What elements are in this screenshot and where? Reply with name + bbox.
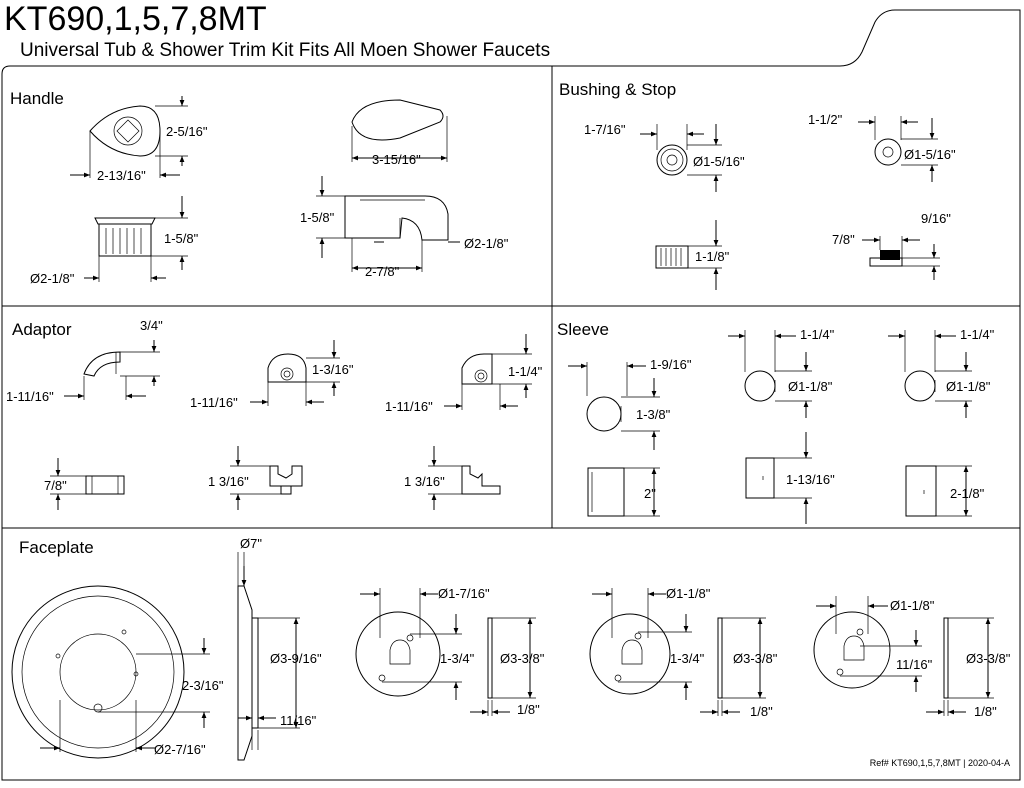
faceplate-3-side (700, 617, 766, 716)
faceplate-large-front (11, 585, 210, 759)
dim-label: 1-1/4" (800, 327, 835, 342)
dim-label: 1/8" (974, 704, 997, 719)
adaptor-3-front (444, 334, 532, 410)
outer-frame (1, 9, 1021, 781)
dim-label: 7/8" (44, 478, 67, 493)
dim-label: Ø3-3/8" (500, 651, 545, 666)
faceplate-4-side (926, 617, 994, 716)
dim-label: Ø1-1/8" (890, 598, 935, 613)
handle-top-view (70, 96, 188, 178)
dim-label: 2-5/16" (166, 124, 208, 139)
sleeve-1-side (587, 467, 660, 517)
adaptor-2-front (250, 340, 340, 406)
section-title-bushing: Bushing & Stop (559, 80, 676, 99)
dim-label: 1-3/4" (440, 651, 475, 666)
dim-label: Ø1-1/8" (946, 379, 991, 394)
page-title: KT690,1,5,7,8MT (4, 0, 267, 38)
page-subtitle: Universal Tub & Shower Trim Kit Fits All… (20, 40, 551, 61)
dim-label: 1-3/4" (670, 651, 705, 666)
dim-label: 2-7/8" (365, 264, 400, 279)
dim-label: 1-13/16" (786, 472, 835, 487)
dim-label: 1-5/8" (300, 210, 335, 225)
dim-label: 2-13/16" (97, 168, 146, 183)
dim-label: 3/4" (140, 318, 163, 333)
stop-front-view (858, 116, 938, 182)
handle-side-view (351, 99, 448, 162)
dim-label: 1-1/4" (960, 327, 995, 342)
dim-label: Ø1-1/8" (666, 586, 711, 601)
dim-label: 1-1/4" (508, 364, 543, 379)
dim-label: 1-1/8" (695, 249, 730, 264)
dim-label: 1-3/8" (636, 407, 671, 422)
dim-label: 1/8" (750, 704, 773, 719)
sleeve-3-front (888, 330, 972, 418)
dim-label: Ø7" (240, 536, 262, 551)
dim-label: 2" (644, 486, 656, 501)
bushing-side-view (655, 220, 722, 290)
faceplate-4-front (813, 596, 922, 692)
stop-side-view (862, 236, 940, 280)
sleeve-3-side (905, 465, 972, 517)
handle-base-view (84, 196, 188, 282)
dim-label: 1-1/2" (808, 112, 843, 127)
sleeve-2-front (728, 330, 812, 418)
dim-label: Ø1-7/16" (438, 586, 490, 601)
adaptor-2-side (230, 446, 303, 510)
dim-label: 1-11/16" (385, 399, 433, 414)
dim-label: Ø1-5/16" (693, 154, 745, 169)
adaptor-3-side (428, 446, 501, 510)
dim-label: 1-11/16" (6, 389, 54, 404)
dim-label: 1 3/16" (404, 474, 445, 489)
section-title-sleeve: Sleeve (557, 320, 609, 339)
dim-label: 1/8" (517, 702, 540, 717)
dim-label: 1-9/16" (650, 357, 692, 372)
faceplate-3-front (589, 588, 692, 700)
dim-label: Ø1-5/16" (904, 147, 956, 162)
dim-label: 11/16" (896, 657, 933, 672)
faceplate-large-side (237, 552, 300, 761)
dim-label: 1-3/16" (312, 362, 354, 377)
faceplate-2-front (355, 588, 462, 700)
dim-label: 1-5/8" (164, 231, 199, 246)
dim-label: Ø2-1/8" (464, 236, 509, 251)
section-title-adaptor: Adaptor (12, 320, 72, 339)
dim-label: Ø2-1/8" (30, 271, 75, 286)
dim-label: Ø2-7/16" (154, 742, 206, 757)
handle-profile-view (316, 176, 460, 272)
dim-label: Ø3-3/8" (733, 651, 778, 666)
dim-label: 1-11/16" (190, 395, 238, 410)
section-title-faceplate: Faceplate (19, 538, 94, 557)
dim-label: Ø3-3/8" (966, 651, 1011, 666)
faceplate-2-side (470, 617, 536, 716)
dim-label: Ø1-1/8" (788, 379, 833, 394)
dim-label: 9/16" (921, 211, 951, 226)
dim-label: 2-3/16" (182, 678, 224, 693)
dim-label: 1-7/16" (584, 122, 626, 137)
section-title-handle: Handle (10, 89, 64, 108)
adaptor-1-front (64, 340, 160, 400)
sleeve-1-front (568, 362, 660, 450)
dim-label: 2-1/8" (950, 486, 985, 501)
dim-label: Ø3-9/16" (270, 651, 322, 666)
sleeve-2-side (745, 432, 812, 524)
adaptor-1-side (50, 458, 125, 510)
dim-label: 3-15/16" (372, 152, 421, 167)
dim-label: 7/8" (832, 232, 855, 247)
reference-number: Ref# KT690,1,5,7,8MT | 2020-04-A (869, 758, 1010, 768)
dim-label: 11/16" (280, 713, 317, 728)
bushing-front-view (640, 124, 722, 192)
dim-label: 1 3/16" (208, 474, 249, 489)
